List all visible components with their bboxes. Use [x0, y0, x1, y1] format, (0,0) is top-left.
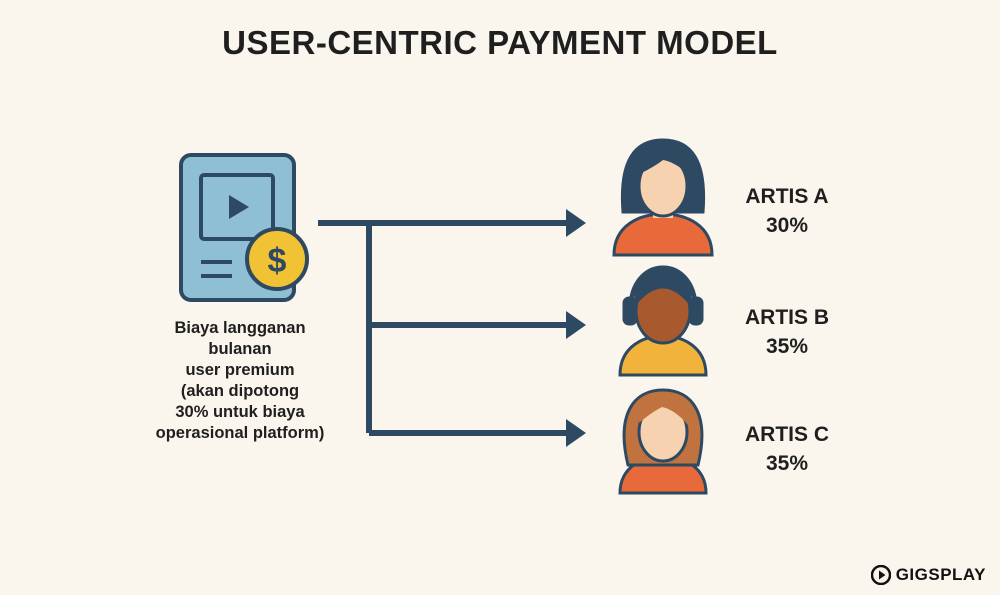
arrowhead-a	[566, 209, 586, 237]
artist-name: ARTIS C	[745, 423, 829, 446]
dollar-coin-icon: $	[245, 227, 309, 291]
artist-share: 35%	[765, 452, 809, 475]
caption-line: 30% untuk biaya	[175, 403, 305, 421]
subscription-caption: Biaya langganan bulanan user premium (ak…	[120, 318, 360, 444]
artist-label-c: ARTIS C 35%	[722, 420, 852, 478]
arrowhead-c	[566, 419, 586, 447]
play-circle-icon	[870, 565, 891, 585]
caption-line: operasional platform)	[155, 424, 325, 442]
arrowhead-b	[566, 311, 586, 339]
page-title: USER-CENTRIC PAYMENT MODEL	[222, 24, 778, 61]
artist-label-a: ARTIS A 30%	[722, 182, 852, 240]
artist-name: ARTIS A	[745, 185, 829, 208]
woman-long-hair-avatar-icon	[618, 388, 708, 495]
caption-line: (akan dipotong	[180, 382, 300, 400]
artist-label-b: ARTIS B 35%	[722, 303, 852, 361]
distribution-arrows	[318, 209, 586, 447]
brand-logo: GIGSPLAY	[870, 565, 986, 585]
caption-line: user premium	[185, 361, 295, 379]
woman-avatar-icon	[612, 138, 714, 257]
artist-name: ARTIS B	[745, 306, 829, 329]
artist-share: 35%	[765, 335, 809, 358]
caption-line: Biaya langganan	[174, 319, 306, 337]
artist-share: 30%	[765, 214, 809, 237]
tablet-play-dollar-icon: $	[179, 153, 309, 302]
caption-line: bulanan	[208, 340, 272, 358]
brand-name: GIGSPLAY	[895, 565, 986, 584]
headphones-avatar-icon	[618, 265, 708, 377]
svg-text:$: $	[268, 242, 287, 280]
